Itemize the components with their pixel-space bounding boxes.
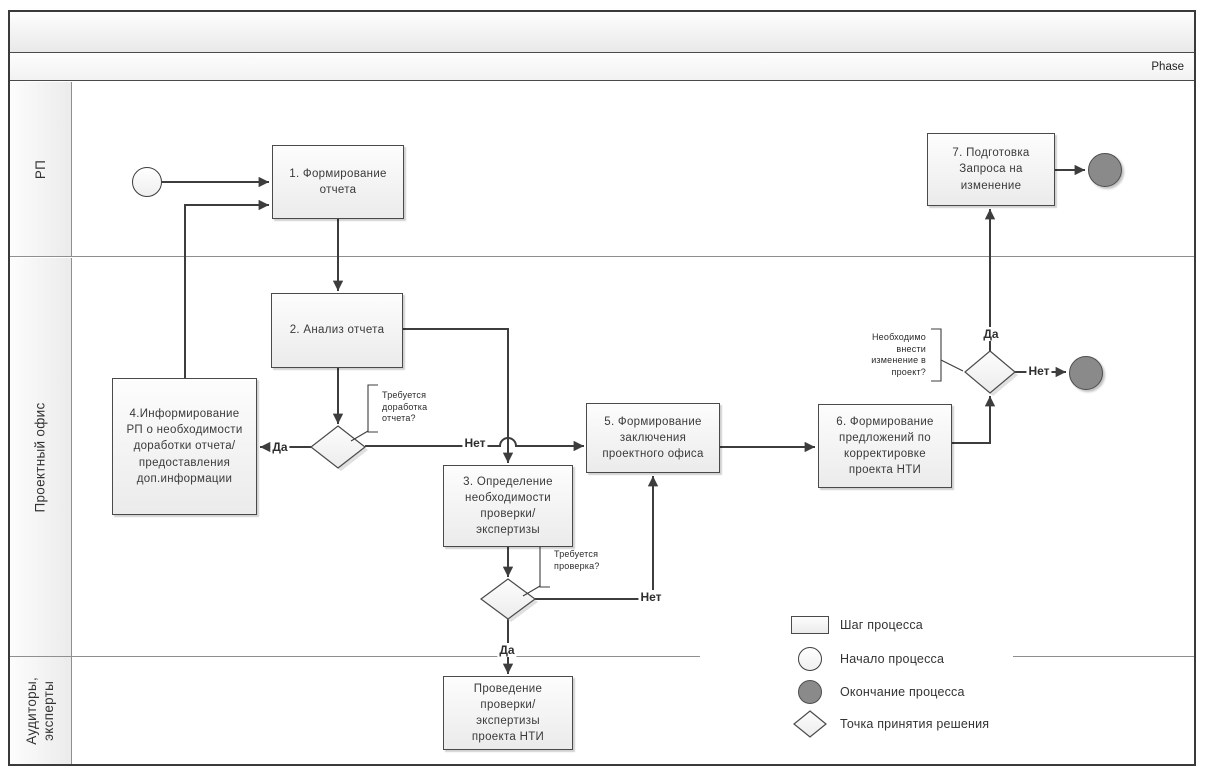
end-node-right (1069, 356, 1103, 390)
audit-step-box: Проведение проверки/ экспертизы проекта … (443, 676, 573, 750)
legend-background (700, 650, 1013, 662)
step4-box: 4.Информирование РП о необходимости дора… (112, 378, 257, 515)
step2-box: 2. Анализ отчета (271, 293, 403, 368)
end-circle-icon (798, 680, 822, 704)
legend-item-end: Окончание процесса (788, 679, 1068, 705)
phase-label: Phase (1151, 61, 1184, 73)
legend-label: Точка принятия решения (840, 717, 990, 731)
lane-rp-header: РП (10, 82, 72, 256)
decision-diamond-icon (793, 710, 827, 738)
process-step-icon (791, 616, 829, 634)
legend-label: Начало процесса (840, 652, 945, 666)
end-node-top (1088, 153, 1122, 187)
step6-box: 6. Формирование предложений по корректир… (818, 404, 952, 488)
decision1-note: Требуется доработка отчета? (382, 390, 428, 423)
lane-auditors-label: Аудиторы, эксперты (23, 676, 56, 745)
decision1-no-label: Нет (462, 436, 488, 450)
lane-project-office: Проектный офис (10, 258, 1194, 656)
lane-project-office-label: Проектный офис (33, 401, 48, 513)
decision2-no-label: Нет (638, 590, 664, 604)
legend-item-start: Начало процесса (788, 646, 1068, 672)
legend-item-process-step: Шаг процесса (788, 612, 1068, 638)
legend-label: Окончание процесса (840, 685, 965, 699)
step1-box: 1. Формирование отчета (272, 145, 404, 219)
step3-box: 3. Определение необходимости проверки/ э… (443, 465, 573, 547)
legend-label: Шаг процесса (840, 618, 923, 632)
step5-box: 5. Формирование заключения проектного оф… (586, 403, 720, 473)
lane-rp: РП (10, 82, 1194, 257)
decision3-yes-label: Да (981, 327, 1001, 341)
decision2-note: Требуется проверка? (554, 549, 600, 571)
lane-project-office-header: Проектный офис (10, 258, 72, 656)
start-circle-icon (798, 647, 822, 671)
legend-item-decision: Точка принятия решения (788, 710, 1068, 738)
decision1-yes-label: Да (270, 440, 290, 454)
lane-rp-label: РП (33, 159, 48, 179)
decision3-note: Необходимо внести изменение в проект? (871, 332, 926, 377)
lane-auditors: Аудиторы, эксперты (10, 656, 1194, 764)
phase-band: Phase (10, 54, 1194, 81)
lane-auditors-header: Аудиторы, эксперты (10, 657, 72, 764)
title-band (10, 12, 1194, 53)
decision2-yes-label: Да (497, 643, 517, 657)
step7-box: 7. Подготовка Запроса на изменение (927, 133, 1055, 206)
decision3-no-label: Нет (1026, 364, 1052, 378)
start-node (132, 167, 162, 197)
